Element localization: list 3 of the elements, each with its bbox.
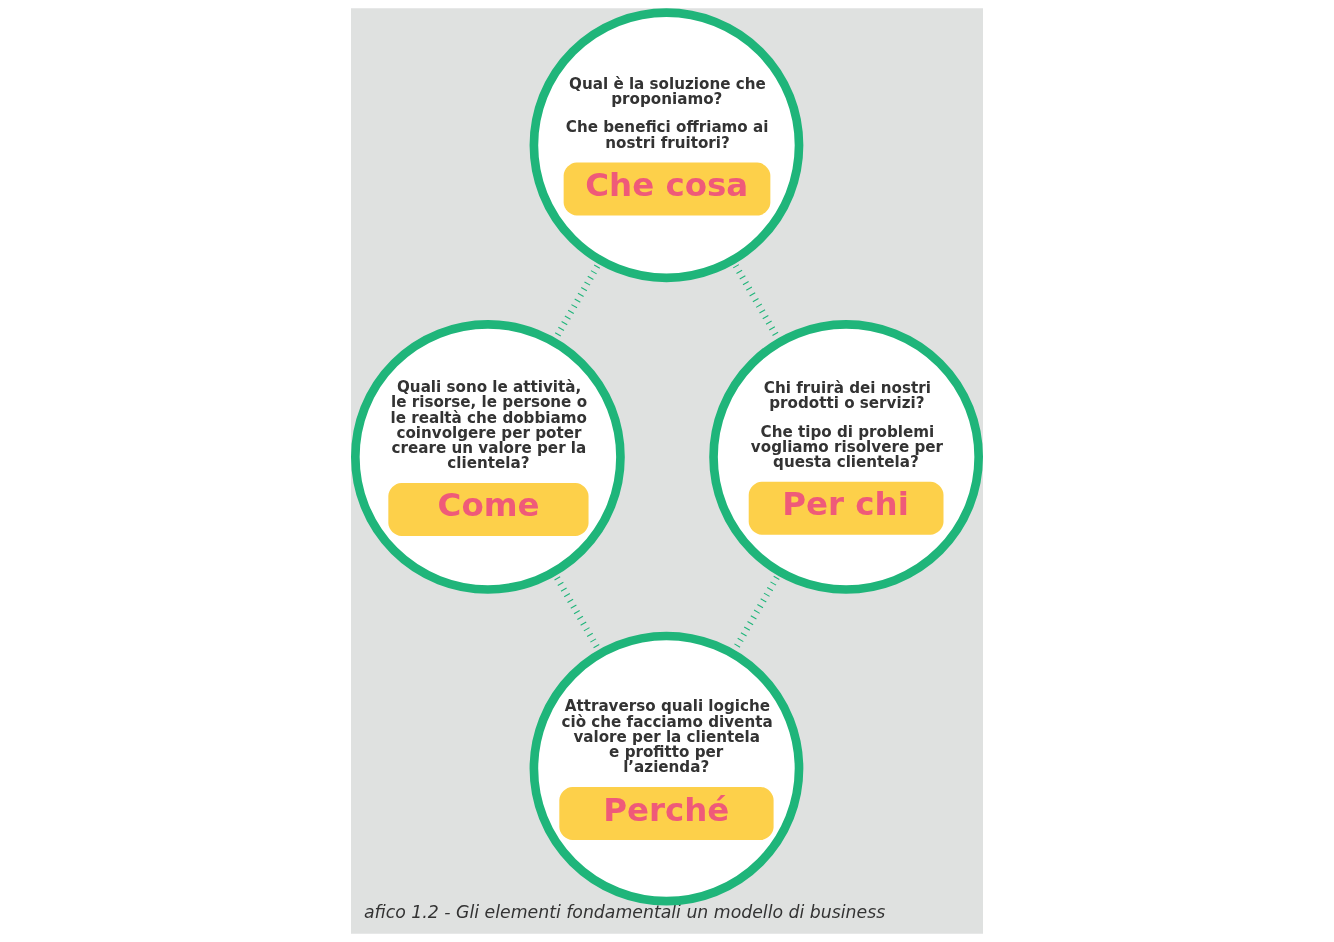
node-circle: Chi fruirà dei nostri prodotti o servizi? Che tipo di problemi vogliamo risolvere per questa clientela? Per chi	[709, 320, 983, 594]
node-circle: Qual è la soluzione che proponiamo? Che benefici offriamo ai nostri fruitori? Che cosa	[529, 8, 804, 283]
node-circle: Quali sono le attività, le risorse, le persone o le realtà che dobbiamo coinvolgere per poter creare un valore per la clientela? Come	[351, 320, 625, 594]
